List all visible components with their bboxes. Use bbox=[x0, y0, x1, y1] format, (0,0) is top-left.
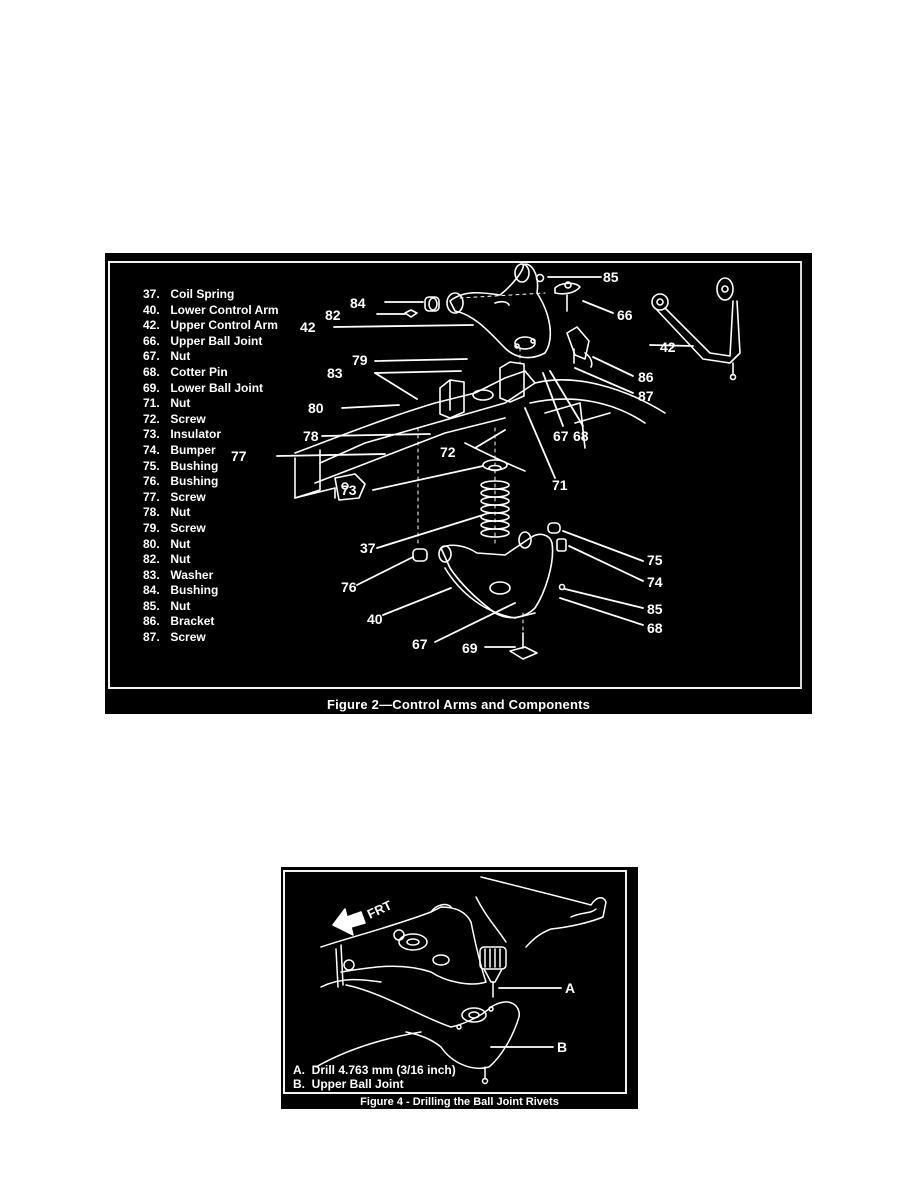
legend-item: 78. Nut bbox=[143, 505, 191, 520]
callout-40: 40 bbox=[367, 611, 383, 627]
nut-82-drawing bbox=[404, 309, 418, 318]
legend-item: 87. Screw bbox=[143, 630, 206, 645]
legend-item: 83. Washer bbox=[143, 567, 214, 582]
callout-85-lower: 85 bbox=[647, 601, 663, 617]
legend-item: 69. Lower Ball Joint bbox=[143, 380, 264, 395]
callout-leader-lines bbox=[276, 276, 694, 648]
bracket-86-drawing bbox=[566, 326, 593, 368]
callout-87: 87 bbox=[638, 388, 654, 404]
callout-73: 73 bbox=[341, 482, 357, 498]
legend-item: 40. Lower Control Arm bbox=[143, 302, 279, 317]
figure-caption: Figure 4 - Drilling the Ball Joint Rivet… bbox=[360, 1096, 559, 1108]
callout-69: 69 bbox=[462, 640, 478, 656]
callout-42-side-view: 42 bbox=[660, 339, 676, 355]
legend-item: 74. Bumper bbox=[143, 442, 216, 457]
nut-85-drawing bbox=[535, 273, 545, 283]
callout-84: 84 bbox=[350, 295, 366, 311]
legend-item: 80. Nut bbox=[143, 536, 191, 551]
drill-drawing bbox=[475, 876, 607, 998]
callout-86: 86 bbox=[638, 369, 654, 385]
callout-77: 77 bbox=[231, 448, 247, 464]
legend-item: 85. Nut bbox=[143, 598, 191, 613]
callout-72: 72 bbox=[440, 444, 456, 460]
upper-control-arm-side-view-drawing bbox=[651, 277, 741, 381]
figure-frame bbox=[108, 261, 802, 689]
legend-item: 79. Screw bbox=[143, 520, 206, 535]
callout-80: 80 bbox=[308, 400, 324, 416]
bumper-74-drawing bbox=[556, 538, 567, 552]
callout-67-lower: 67 bbox=[412, 636, 428, 652]
legend-item: 72. Screw bbox=[143, 411, 206, 426]
legend-item: 84. Bushing bbox=[143, 583, 219, 598]
upper-ball-joint-drawing bbox=[554, 281, 581, 312]
callout-75: 75 bbox=[647, 552, 663, 568]
callout-42: 42 bbox=[300, 319, 316, 335]
figure-caption: Figure 2—Control Arms and Components bbox=[326, 697, 591, 712]
note-item: A. Drill 4.763 mm (3/16 inch) bbox=[293, 1063, 456, 1077]
lower-ball-joint-69-drawing bbox=[509, 632, 538, 660]
callout-71: 71 bbox=[552, 477, 568, 493]
legend-item: 82. Nut bbox=[143, 552, 191, 567]
legend-item: 71. Nut bbox=[143, 396, 191, 411]
legend-item: 77. Screw bbox=[143, 489, 206, 504]
callout-82: 82 bbox=[325, 307, 341, 323]
figure-notes: A. Drill 4.763 mm (3/16 inch) B. Upper B… bbox=[293, 1063, 456, 1091]
legend-item: 86. Bracket bbox=[143, 614, 215, 629]
figure-2-control-arms: 37. Coil Spring 40. Lower Control Arm 42… bbox=[105, 253, 812, 714]
upper-control-arm-drawing bbox=[315, 903, 520, 1069]
bushing-84-drawing bbox=[424, 296, 440, 312]
callout-a: A bbox=[565, 980, 576, 996]
lower-control-arm-drawing bbox=[438, 531, 554, 619]
assembly-guide-lines bbox=[417, 292, 546, 632]
callout-66: 66 bbox=[617, 307, 633, 323]
callout-79: 79 bbox=[352, 352, 368, 368]
callout-78: 78 bbox=[303, 428, 319, 444]
bushing-75-drawing bbox=[547, 522, 561, 534]
callout-85: 85 bbox=[603, 269, 619, 285]
front-direction-arrow-icon bbox=[332, 908, 366, 936]
callout-37: 37 bbox=[360, 540, 376, 556]
callout-b: B bbox=[557, 1039, 568, 1055]
legend-item: 73. Insulator bbox=[143, 427, 222, 442]
upper-ball-joint-drawing bbox=[481, 1066, 489, 1085]
callout-67: 67 bbox=[553, 428, 569, 444]
legend-item: 68. Cotter Pin bbox=[143, 364, 228, 379]
callout-74: 74 bbox=[647, 574, 663, 590]
upper-control-arm-drawing bbox=[446, 263, 552, 359]
parts-legend: 37. Coil Spring 40. Lower Control Arm 42… bbox=[143, 287, 279, 646]
callout-68: 68 bbox=[573, 428, 589, 444]
figure-frame bbox=[283, 870, 627, 1094]
legend-item: 37. Coil Spring bbox=[143, 287, 235, 301]
nut-85-lower-drawing bbox=[558, 583, 566, 591]
bushing-76-drawing bbox=[412, 548, 428, 562]
callout-76: 76 bbox=[341, 579, 357, 595]
legend-item: 42. Upper Control Arm bbox=[143, 318, 278, 333]
drilling-illustration bbox=[315, 876, 607, 1085]
callout-68-lower: 68 bbox=[647, 620, 663, 636]
legend-item: 66. Upper Ball Joint bbox=[143, 333, 263, 348]
legend-item: 67. Nut bbox=[143, 349, 191, 364]
figure-4-drilling-rivets: FRT A B A. Drill 4.763 mm (3/16 inch) B.… bbox=[281, 867, 638, 1109]
exploded-suspension-diagram bbox=[276, 263, 741, 660]
callout-83: 83 bbox=[327, 365, 343, 381]
legend-item: 76. Bushing bbox=[143, 474, 219, 489]
legend-item: 75. Bushing bbox=[143, 458, 219, 473]
note-item: B. Upper Ball Joint bbox=[293, 1077, 404, 1091]
